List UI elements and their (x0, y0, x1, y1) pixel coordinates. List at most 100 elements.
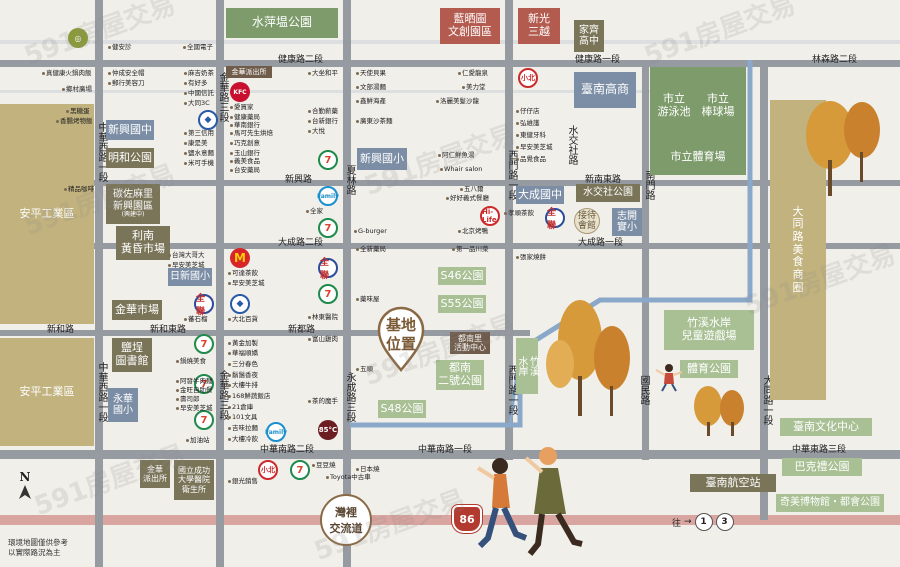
road-jiankang (0, 60, 900, 67)
landmark-xinxing-jr[interactable]: 新興國中 (106, 120, 154, 140)
poi: 台安藥局 (230, 167, 260, 174)
landmark-hospital[interactable]: 國立成功 大學醫院 衛生所 (174, 460, 214, 500)
landmark-bake[interactable]: 巴克禮公園 (782, 458, 862, 476)
seven-eleven-icon: 7 (318, 284, 338, 304)
poi: 鍋燒美食 (176, 358, 206, 365)
road-nanmen (642, 60, 649, 460)
simple-mart-icon: 小北 (258, 460, 278, 480)
tree-icon (694, 386, 744, 436)
route-1-badge: 1 (694, 513, 713, 531)
label-ximen1b: 西門路一段 (506, 365, 517, 415)
road-xinhe (0, 330, 530, 336)
landmark-anping1[interactable]: 安平工業區 (0, 104, 94, 324)
poi: 阿仁鮮魚湯 (438, 152, 475, 159)
landmark-shuiping-park[interactable]: 水萍塭公園 (226, 8, 338, 38)
poi: 中國信託 (184, 90, 214, 97)
landmark-shuijiao-park[interactable]: 水交社公園 (576, 184, 640, 202)
poi: 全新藥局 (356, 246, 386, 253)
poi: 仔仔店 (516, 108, 540, 115)
landmark-yonghua[interactable]: 永華 國小 (108, 388, 138, 422)
label-jinhua3: 金華路三段 (217, 72, 228, 122)
poi: Whair salon (440, 166, 482, 173)
landmark-jinhua-market[interactable]: 金華市場 (112, 300, 162, 320)
poi: 台新銀行 (308, 118, 338, 125)
landmark-jinhua-station[interactable]: 金華派出所 (226, 66, 272, 78)
landmark-dacheng-jr[interactable]: 大成國中 (516, 186, 564, 204)
poi: 大悅 (308, 128, 325, 135)
landmark-zhuxi[interactable]: 竹溪 水岸 (516, 338, 539, 394)
landmark-jiedai[interactable]: 接待 會館 (574, 208, 600, 234)
landmark-xinguang[interactable]: 新光 三越 (518, 8, 560, 44)
pxmart-icon: 全聯 (194, 294, 214, 317)
poi: G-burger (354, 228, 387, 235)
label-zhonghuadong3: 中華東路三段 (792, 445, 847, 455)
route-3-badge: 3 (715, 513, 734, 531)
poi: 仲成安全帽 (108, 70, 145, 77)
landmark-dunan-center[interactable]: 都南里 活動中心 (450, 332, 490, 354)
landmark-sports-area[interactable] (650, 67, 746, 175)
label-xinnandong: 新南東路 (585, 175, 622, 185)
bidan-sub: (興建中) (121, 211, 145, 219)
label-xiamen: 夏林路 (344, 165, 355, 195)
runners-icon (476, 447, 583, 556)
poi: 黃金加製 (228, 340, 258, 347)
poi: 大樓冷飲 (228, 436, 258, 443)
landmark-airport[interactable]: 臺南航空站 (690, 474, 776, 492)
site-marker-icon[interactable] (376, 306, 426, 372)
label-zhonghuanan2: 中華南路二段 (260, 445, 315, 455)
label-xindu: 新都路 (288, 325, 316, 335)
poi: 仁愛龍泉 (458, 70, 488, 77)
landmark-lihe[interactable]: 利南 黃昏市場 (116, 226, 170, 260)
road-yongcheng (343, 0, 351, 567)
landmark-s46[interactable]: S46公園 (438, 267, 486, 285)
poi: 美力堂 (462, 84, 486, 91)
poi: 鹽水意麵 (184, 150, 214, 157)
landmark-lanzhu[interactable]: 藍晒圖 文創園區 (440, 8, 500, 44)
landmark-dunan-park[interactable]: 都南 二號公園 (436, 360, 484, 390)
label-jinhua3b: 金華路三段 (217, 370, 228, 420)
landmark-s48[interactable]: S48公園 (378, 400, 426, 418)
seven-eleven-icon: 7 (194, 334, 214, 354)
poi: 五八爾 (460, 186, 484, 193)
landmark-s55[interactable]: S55公園 (438, 295, 486, 313)
poi: 東健牙科 (516, 132, 546, 139)
poi: 香腸烤物飯 (56, 118, 93, 125)
landmark-sports-park[interactable]: 體育公園 (680, 360, 738, 378)
landmark-jiaqi[interactable]: 家齊 高中 (574, 20, 604, 52)
landmark-swimming[interactable]: 市立 游泳池 (657, 92, 691, 118)
poi: 鄉村廣場 (62, 86, 92, 93)
poi: 富山雞肉 (308, 336, 338, 343)
landmark-zhiming[interactable]: 志開 實小 (612, 208, 642, 236)
landmark-minghe[interactable]: 明和公園 (106, 148, 154, 168)
mcdonalds-icon: M (230, 248, 250, 268)
landmark-tainan-high[interactable]: 臺南高商 (574, 72, 636, 108)
label-xinxing: 新興路 (285, 175, 313, 185)
wanli-interchange[interactable]: 灣裡 交流道 (320, 494, 372, 546)
landmark-culture[interactable]: 臺南文化中心 (780, 418, 872, 436)
landmark-rixin[interactable]: 日新國小 (168, 268, 212, 286)
label-datong1: 大同路一段 (761, 375, 772, 425)
poi: 21倉庫 (228, 404, 253, 411)
kid-icon (655, 364, 683, 392)
landmark-stadium[interactable]: 市立體育場 (670, 149, 726, 163)
poi: 第三信用 (184, 130, 214, 137)
poi: Toyota中古車 (326, 474, 371, 481)
landmark-anping2[interactable]: 安平工業區 (0, 338, 94, 446)
simple-mart-icon: 小北 (518, 68, 538, 88)
landmark-chimei[interactable]: 奇美博物館・都會公園 (776, 494, 884, 512)
tree-icon (546, 300, 630, 416)
poi: 弘維護 (516, 120, 540, 127)
landmark-xinxing-el[interactable]: 新興國小 (357, 148, 407, 170)
poi: 吉味拉麵 (228, 425, 258, 432)
landmark-jinhua-police[interactable]: 金華 派出所 (140, 460, 170, 488)
landmark-zhuxi-park[interactable]: 竹溪水岸 兒童遊戲場 (664, 310, 754, 350)
landmark-bidan[interactable]: 碳佐麻里 新興園區 (興建中) (106, 184, 160, 224)
road-jinhua (216, 0, 224, 567)
label-nanmen: 南門路 (643, 170, 654, 200)
poi: 鑫鮮海產 (356, 98, 386, 105)
familymart-icon: Family (265, 422, 287, 442)
poi: 天使貝果 (356, 70, 386, 77)
landmark-baseball[interactable]: 市立 棒球場 (701, 92, 735, 118)
landmark-yanzheng[interactable]: 鹽埕 圖書館 (112, 338, 152, 372)
